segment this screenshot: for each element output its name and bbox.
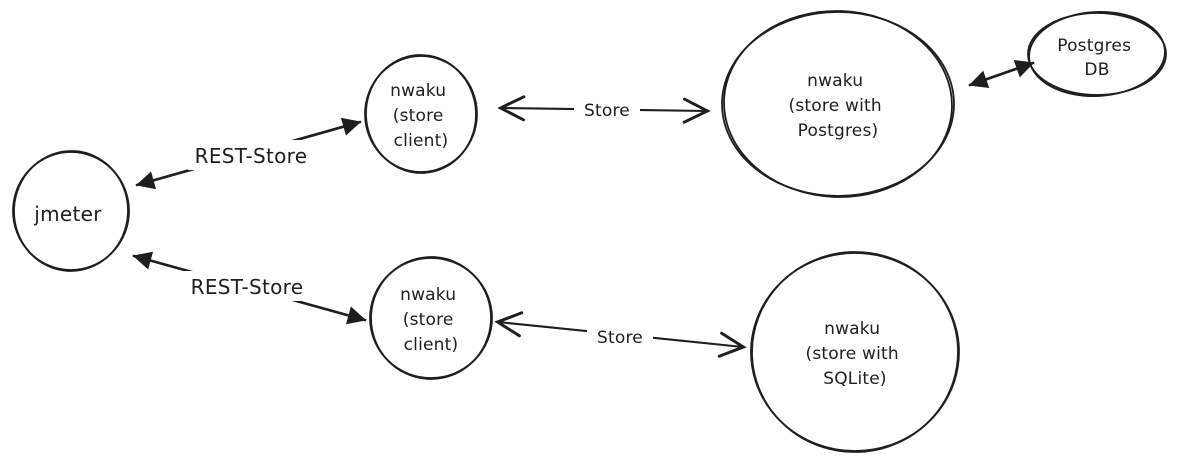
node-label-line: nwaku bbox=[824, 319, 880, 339]
edge-label-background bbox=[188, 140, 314, 170]
edge-label-rest-store-top: REST-Store bbox=[195, 144, 308, 168]
node-label-store-postgres: nwaku (store with Postgres) bbox=[789, 71, 888, 141]
edge-label-background bbox=[184, 271, 310, 301]
node-store-client-top: nwaku (store client) bbox=[364, 54, 478, 174]
node-circle bbox=[364, 55, 478, 173]
edge-rest-store-top: REST-Store bbox=[135, 117, 362, 190]
node-store-sqlite: nwaku (store with SQLite) bbox=[750, 251, 960, 453]
node-label-line: client) bbox=[394, 131, 449, 151]
node-label-store-sqlite: nwaku (store with SQLite) bbox=[806, 319, 905, 389]
edge-label-store-bottom: Store bbox=[597, 328, 643, 348]
node-label-line: nwaku bbox=[390, 81, 446, 101]
node-circle-sketch-stroke bbox=[13, 150, 129, 272]
edge-label-store-top: Store bbox=[584, 101, 630, 121]
edge-rest-store-bottom: REST-Store bbox=[132, 251, 367, 325]
node-circle-sketch-stroke bbox=[1028, 11, 1166, 97]
node-label-line: client) bbox=[404, 335, 459, 355]
node-circle bbox=[721, 11, 955, 197]
node-label-line: Postgres bbox=[1057, 36, 1131, 56]
node-circle bbox=[12, 151, 130, 271]
edge-db-link bbox=[968, 60, 1035, 88]
node-circle bbox=[369, 257, 493, 379]
node-postgres-db: Postgres DB bbox=[1027, 11, 1167, 97]
node-label-line: Postgres) bbox=[798, 121, 879, 141]
node-label-line: nwaku bbox=[807, 71, 863, 91]
node-store-client-bottom: nwaku (store client) bbox=[369, 256, 493, 380]
node-store-postgres: nwaku (store with Postgres) bbox=[721, 10, 955, 198]
node-label-store-client-top: nwaku (store client) bbox=[390, 81, 452, 151]
node-label-line: nwaku bbox=[400, 285, 456, 305]
edge-line bbox=[968, 60, 1035, 88]
node-label-postgres-db: Postgres DB bbox=[1057, 36, 1137, 80]
node-label-line: (store with bbox=[789, 96, 882, 116]
edge-label-rest-store-bottom: REST-Store bbox=[191, 275, 304, 299]
edge-store-top: Store bbox=[501, 95, 707, 123]
node-label-jmeter: jmeter bbox=[33, 202, 102, 226]
node-label-line: (store bbox=[393, 106, 444, 126]
node-circle-sketch-stroke bbox=[365, 54, 477, 174]
node-jmeter: jmeter bbox=[12, 150, 130, 272]
node-circle-sketch-stroke bbox=[370, 256, 492, 380]
node-circle-sketch-stroke bbox=[723, 10, 953, 198]
node-circle bbox=[750, 252, 960, 452]
node-circle-sketch-stroke bbox=[751, 251, 959, 453]
node-circle bbox=[1027, 12, 1167, 96]
edge-store-bottom: Store bbox=[498, 322, 743, 350]
node-label-line: (store bbox=[403, 310, 454, 330]
node-label-line: (store with bbox=[806, 344, 899, 364]
node-label-store-client-bottom: nwaku (store client) bbox=[400, 285, 462, 355]
edge-label-background bbox=[574, 95, 640, 123]
edge-label-background bbox=[587, 322, 653, 350]
node-label-line: SQLite) bbox=[823, 369, 887, 389]
node-label-line: DB bbox=[1084, 60, 1109, 80]
